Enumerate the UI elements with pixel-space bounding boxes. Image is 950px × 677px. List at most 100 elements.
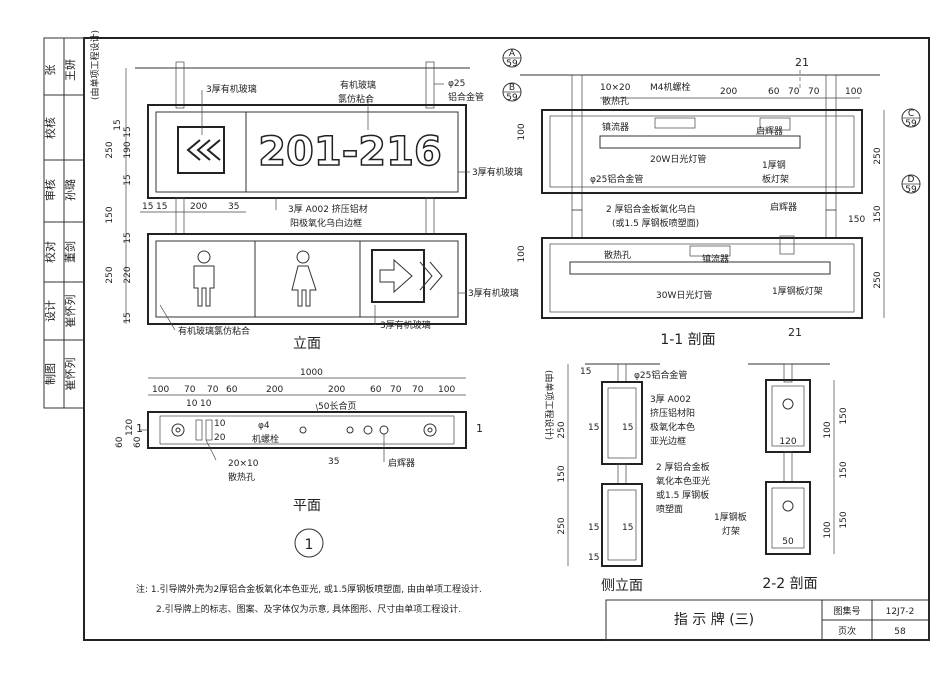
- front-dim-3: 190: [123, 141, 133, 158]
- side-vertical-note: (由单项工程设计): [543, 370, 555, 440]
- s22-dim-5: 100: [823, 521, 833, 538]
- female-figure-icon: [291, 250, 317, 307]
- section-2-2: 150 100 120 150 100 150 50 1厚钢板 灯架 2-2 剖…: [714, 363, 849, 592]
- plan-label-hinge: 50长合页: [318, 400, 356, 412]
- s11-dim-top-4: 70: [808, 87, 820, 97]
- side-label-frame3: 极氧化本色: [650, 421, 695, 433]
- s11-dim-top-2: 60: [768, 87, 780, 97]
- callout-b-top: B: [509, 83, 515, 93]
- plan-dim-5: 200: [266, 385, 283, 395]
- plan-label-bolt: φ4: [258, 421, 270, 431]
- plan-dim-4: 60: [226, 385, 238, 395]
- plan-view-title: 平面: [293, 498, 321, 514]
- plan-label-slot2: 散热孔: [228, 471, 255, 483]
- s11-label-frame: 1厚钢: [762, 159, 786, 171]
- atlas-value: 12J7-2: [886, 607, 915, 617]
- front-dim-7: 15: [123, 232, 133, 243]
- side-dim-6: 250: [557, 517, 567, 534]
- male-figure-icon: [193, 250, 215, 307]
- plan-label-starter: 启辉器: [388, 457, 415, 469]
- page-value: 58: [894, 627, 906, 637]
- s11-label-panel2: (或1.5 厚钢板喷塑面): [612, 217, 699, 229]
- front-view: 201-216 3厚有机玻璃 有机玻璃 氯仿粘合 φ25: [89, 30, 523, 352]
- label-pipe: φ25: [448, 79, 465, 89]
- s22-dim-2: 100: [823, 421, 833, 438]
- s22-dim-3: 120: [779, 437, 796, 447]
- label-glass-right: 3厚有机玻璃: [472, 166, 523, 178]
- plan-small-dim-3: 10: [214, 419, 226, 429]
- side-dim-4: 15: [622, 423, 633, 433]
- s22-dim-4: 150: [839, 461, 849, 478]
- s11-label-panel: 2 厚铝合金板氧化乌白: [606, 203, 696, 215]
- sign-lower-frame: [147, 233, 467, 325]
- detail-number-circle: [294, 528, 324, 558]
- side-label-pipe: φ25铝合金管: [634, 369, 687, 381]
- s11-dim-top-5: 100: [845, 87, 862, 97]
- plan-small-dim-1: 10: [186, 399, 198, 409]
- side-lower-box: [601, 483, 643, 567]
- s11-label-lamp2: 30W日光灯管: [656, 289, 712, 301]
- plan-dim-7: 60: [370, 385, 382, 395]
- s11-label-slot: 10×20: [600, 83, 631, 93]
- s11-label-starter: 启辉器: [756, 125, 783, 137]
- upper-lightbox: [541, 109, 863, 194]
- s11-label-slot3: 散热孔: [604, 249, 631, 261]
- front-view-title: 立面: [293, 336, 321, 352]
- callout-c-top: C: [908, 109, 914, 119]
- side-label-panel2: 氧化本色亚光: [656, 475, 710, 487]
- s11-dim-right-3: 150: [848, 215, 865, 225]
- plan-view: 1000 100 70 70 60 200 200 60 70 70 100 1…: [115, 368, 483, 558]
- room-number-text: 201-216: [258, 129, 442, 175]
- s11-dim-left-1: 100: [517, 123, 527, 140]
- s11-dim-right-1: 250: [873, 147, 883, 164]
- label-glass-top: 3厚有机玻璃: [206, 83, 257, 95]
- side-label-panel3: 或1.5 厚钢板: [656, 489, 709, 501]
- s11-label-lamp: 20W日光灯管: [650, 153, 706, 165]
- front-dim-8: 220: [123, 266, 133, 283]
- front-dim-6: 150: [105, 206, 115, 223]
- plan-left-dim-1: 120: [125, 419, 135, 436]
- plan-small-dim-2: 10: [200, 399, 212, 409]
- plan-total-dim: 1000: [300, 368, 323, 378]
- plan-label-dim35: 35: [328, 457, 339, 467]
- strip-name-6: 崔怀列: [63, 358, 77, 391]
- front-vertical-note: (由单项工程设计): [89, 30, 101, 100]
- lamp-tube-lower: [569, 261, 831, 275]
- plan-dim-9: 70: [412, 385, 424, 395]
- side-label-panel4: 喷塑面: [656, 504, 683, 515]
- approval-strip: 张 王妍 校核 审核 孙璐 校对 董剑 设计 崔怀列 制图 崔怀列: [43, 37, 85, 409]
- plan-section-mark-right: 1: [476, 422, 483, 435]
- front-dim-2: 15: [123, 126, 133, 137]
- lower-lightbox: [541, 237, 863, 319]
- label-glass-pattern: 有机玻璃: [340, 79, 376, 91]
- note-2: 2.引导牌上的标志、图案、及字体仅为示意, 具体图形、尺寸由单项工程设计.: [156, 603, 461, 615]
- callout-a-bottom: 59: [506, 59, 518, 69]
- s11-label-ballast2: 镇流器: [702, 253, 729, 265]
- s11-dim-right-4: 250: [873, 271, 883, 288]
- s11-dim-left-2: 100: [517, 245, 527, 262]
- sign-upper-frame: [147, 104, 467, 199]
- side-dim-8: 15: [622, 523, 633, 533]
- s22-dim-7: 50: [782, 537, 794, 547]
- plan-dim-8: 70: [390, 385, 402, 395]
- s22-label-frame: 1厚钢板: [714, 511, 747, 523]
- label-glass-right2: 3厚有机玻璃: [468, 287, 519, 299]
- strip-role-4: 校对: [43, 241, 57, 263]
- label-glass-pattern2: 氯仿粘合: [338, 93, 374, 105]
- plan-label-bolt2: 机螺栓: [252, 433, 279, 445]
- front-dim-10: 15: [123, 312, 133, 323]
- strip-role-6: 制图: [44, 363, 57, 385]
- strip-role-1: 张: [44, 65, 57, 76]
- s22-lower-box: [765, 481, 811, 555]
- plan-section-mark-left: 1: [136, 422, 143, 435]
- s11-label-starter2: 启辉器: [770, 201, 797, 213]
- s11-label-frame3: 1厚钢板灯架: [772, 285, 823, 297]
- callout-d-bottom: 59: [905, 185, 917, 195]
- front-mid-dim-4: 35: [228, 202, 239, 212]
- atlas-label: 图集号: [833, 605, 860, 617]
- strip-role-2: 校核: [43, 117, 57, 139]
- plan-label-slot: 20×10: [228, 459, 259, 469]
- title-block: 指 示 牌 (三) 图集号 12J7-2 页次 58: [605, 599, 930, 641]
